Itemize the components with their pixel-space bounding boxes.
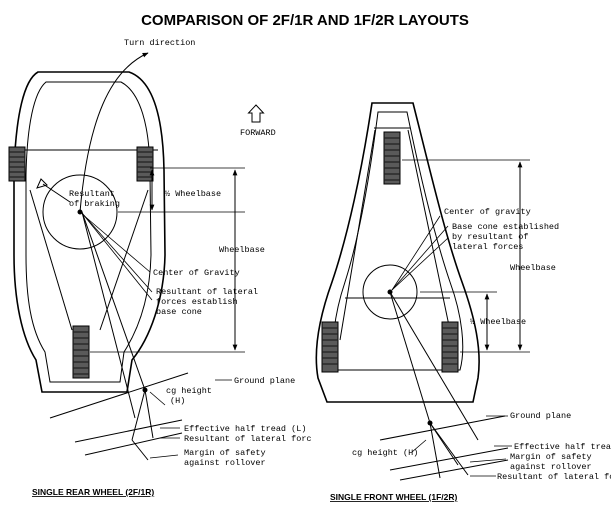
- diagram-title: COMPARISON OF 2F/1R AND 1F/2R LAYOUTS: [141, 12, 469, 29]
- left-resultant-lateral-force-label: Resultant of lateral forc: [184, 434, 312, 444]
- right-front-tire: [383, 131, 401, 185]
- right-vehicle-outline: [315, 102, 480, 403]
- right-base-cone-line1: Base cone established: [452, 222, 559, 232]
- left-lateral-forces-line3: base cone: [156, 307, 202, 317]
- left-margin-safety-line1: Margin of safety: [184, 448, 266, 458]
- left-cg-point: [142, 387, 148, 393]
- right-half-wheelbase-label: ½ Wheelbase: [470, 317, 526, 327]
- left-rear-tire: [72, 325, 90, 379]
- right-rear-right-tire: [441, 321, 459, 373]
- left-resultant-braking-line1: Resultant: [69, 189, 115, 199]
- forward-arrow-icon: [247, 104, 265, 123]
- right-rear-left-tire: [321, 321, 339, 373]
- left-base-cone-circle: [42, 174, 118, 250]
- right-cg-point: [427, 420, 433, 426]
- left-margin-safety-line2: against rollover: [184, 458, 266, 468]
- right-cg-height-label: cg height (H): [352, 448, 418, 458]
- right-ground-plane-label: Ground plane: [510, 411, 571, 421]
- left-center-of-gravity-label: Center of Gravity: [153, 268, 240, 278]
- left-braking-arrow: [42, 183, 71, 203]
- forward-label: FORWARD: [240, 128, 276, 138]
- left-ground-plane-label: Ground plane: [234, 376, 295, 386]
- left-wheelbase-label: Wheelbase: [219, 245, 265, 255]
- right-wheelbase-label: Wheelbase: [510, 263, 556, 273]
- right-margin-safety-line2: against rollover: [510, 462, 592, 472]
- right-resultant-lateral-forces-label: Resultant of lateral forces: [497, 472, 611, 482]
- left-rollover-geometry: [49, 211, 189, 461]
- right-diagram-caption: SINGLE FRONT WHEEL (1F/2R): [330, 492, 458, 502]
- left-front-right-tire: [136, 146, 154, 182]
- left-turn-direction-curve: [79, 52, 149, 213]
- left-effective-half-tread-label: Effective half tread (L): [184, 424, 306, 434]
- left-resultant-braking-line2: of braking: [69, 199, 120, 209]
- right-center-of-gravity-label: Center of gravity: [444, 207, 531, 217]
- left-cg-height-line1: cg height: [166, 386, 212, 396]
- right-base-cone-line3: lateral forces: [452, 242, 523, 252]
- left-lateral-forces-line1: Resultant of lateral: [156, 287, 258, 297]
- left-cg-height-line2: (H): [170, 396, 185, 406]
- right-base-cone-circle: [362, 264, 418, 320]
- left-turn-direction-label: Turn direction: [124, 38, 195, 48]
- left-half-wheelbase-label: ½ Wheelbase: [165, 189, 221, 199]
- right-margin-safety-line1: Margin of safety: [510, 452, 592, 462]
- right-rollover-geometry: [379, 291, 509, 481]
- left-front-left-tire: [8, 146, 26, 182]
- left-lateral-forces-line2: forces establish: [156, 297, 238, 307]
- right-effective-half-tread-label: Effective half tread: [514, 442, 611, 452]
- left-diagram-caption: SINGLE REAR WHEEL (2F/1R): [32, 487, 154, 497]
- right-base-cone-line2: by resultant of: [452, 232, 529, 242]
